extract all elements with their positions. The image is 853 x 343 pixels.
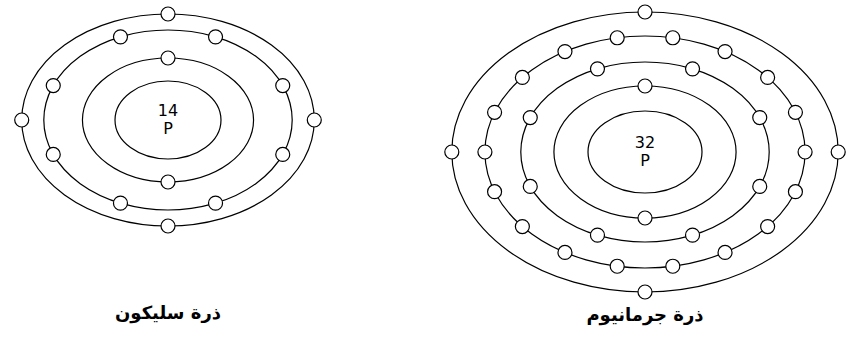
electron [590,228,604,242]
electron [831,145,845,159]
electron [276,79,290,93]
electron [638,211,652,225]
electron [478,145,492,159]
electron [666,31,680,45]
electron [209,30,223,44]
electron-shell [485,36,805,268]
electron-shell [44,30,292,210]
nucleus-label: 14 [158,102,178,120]
electron [718,45,732,59]
nucleus-circle: 14P [114,80,222,160]
electron [686,228,700,242]
electron [161,175,175,189]
electron [638,79,652,93]
nucleus-label: 32 [635,134,655,152]
electron [276,147,290,161]
electron [161,7,175,21]
nucleus-shape [588,111,702,193]
atom-shells [15,7,322,233]
atom-caption: ذرة سليكون [115,302,221,323]
electron [488,185,502,199]
electron-shell [521,62,769,242]
electron [590,62,604,76]
electron [161,219,175,233]
atom-caption: ذرة جرمانيوم [586,304,703,325]
nucleus-label: P [640,152,650,170]
electron [610,31,624,45]
atom-shells [445,5,845,299]
electron [638,5,652,19]
electron [666,259,680,273]
electron [113,30,127,44]
electron [686,62,700,76]
electron [558,245,572,259]
electron-shell [452,12,838,292]
electron [761,70,775,84]
nucleus-label: P [163,120,173,138]
electron-shell [82,58,253,182]
electron [523,179,537,193]
nucleus-shape [115,81,221,159]
electron [209,196,223,210]
electron [113,196,127,210]
electron [610,259,624,273]
electron [161,51,175,65]
nucleus-circle: 32P [587,110,703,194]
electron [307,113,321,127]
electron [638,285,652,299]
electron [445,145,459,159]
electron [15,113,29,127]
electron [46,79,60,93]
electron [515,70,529,84]
electron [761,220,775,234]
electron [515,220,529,234]
electron [46,147,60,161]
electron [753,111,767,125]
electron [753,179,767,193]
electron [718,245,732,259]
electron-shell [554,86,736,218]
electron [523,111,537,125]
electron [798,145,812,159]
electron [788,185,802,199]
electron [788,105,802,119]
electron [558,45,572,59]
electron-shell [22,14,315,226]
electron [488,105,502,119]
